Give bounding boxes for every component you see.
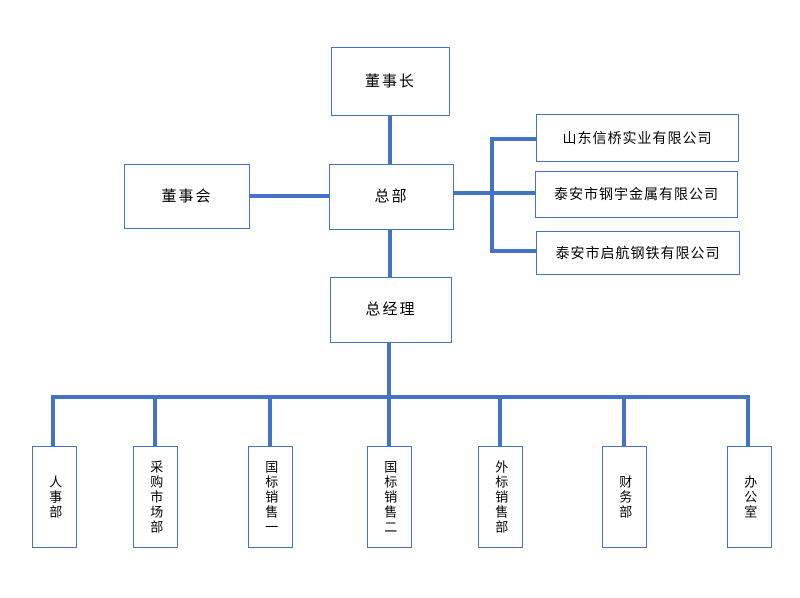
org-node-chairman: 董事长 [331, 47, 450, 116]
connector-drop-dept-4 [387, 395, 391, 446]
org-node-board: 董事会 [124, 164, 250, 229]
connector-board-headquarters [250, 194, 329, 198]
org-node-subsidiary-2: 泰安市钢宇金属有限公司 [535, 171, 738, 218]
connector-general-manager-bus [387, 343, 391, 396]
connector-subsidiaries-spine [490, 137, 494, 253]
connector-departments-bus [51, 395, 750, 399]
connector-drop-dept-7 [746, 395, 750, 446]
org-node-department-7: 办公室 [727, 446, 772, 548]
connector-drop-dept-1 [51, 395, 55, 446]
org-node-department-3: 国标销售一 [248, 446, 293, 548]
org-node-subsidiary-1: 山东信桥实业有限公司 [536, 114, 739, 162]
connector-drop-dept-3 [268, 395, 272, 446]
org-node-department-1: 人事部 [32, 446, 77, 548]
connector-headquarters-general-manager [388, 230, 392, 277]
org-node-department-4: 国标销售二 [367, 446, 412, 548]
connector-drop-dept-2 [153, 395, 157, 446]
connector-drop-dept-6 [622, 395, 626, 446]
connector-drop-dept-5 [498, 395, 502, 446]
org-node-general-manager: 总经理 [330, 277, 452, 343]
connector-chairman-headquarters [388, 116, 392, 164]
connector-branch-subsidiary-3 [490, 249, 536, 253]
org-node-department-2: 采购市场部 [133, 446, 178, 548]
connector-headquarters-subsidiaries [454, 191, 536, 195]
connector-branch-subsidiary-1 [490, 137, 536, 141]
org-node-department-6: 财务部 [602, 446, 647, 548]
org-node-department-5: 外标销售部 [478, 446, 523, 548]
org-node-headquarters: 总部 [329, 164, 454, 230]
org-node-subsidiary-3: 泰安市启航钢铁有限公司 [536, 231, 740, 275]
